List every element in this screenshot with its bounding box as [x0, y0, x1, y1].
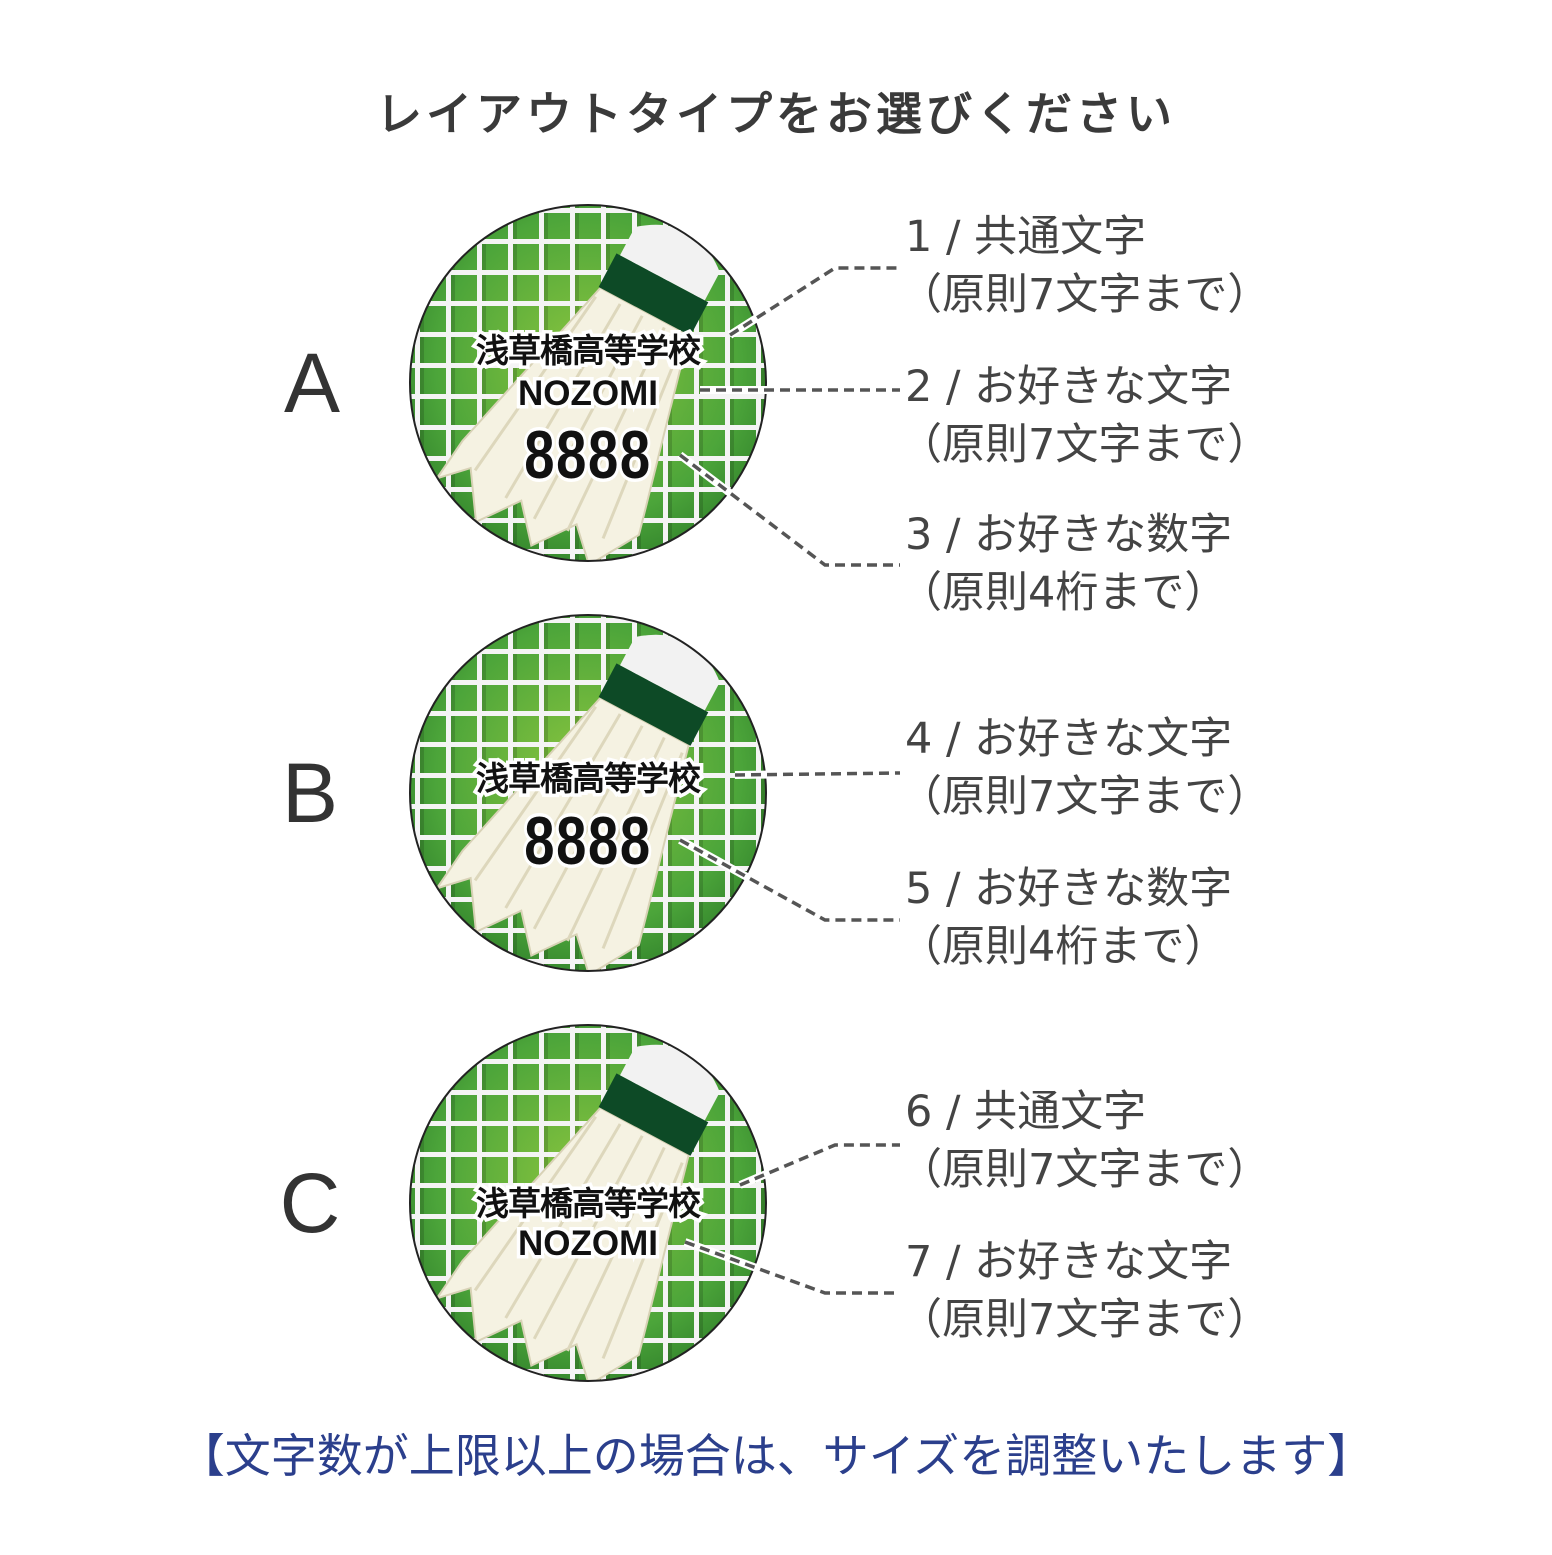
- field-label: 3 / お好きな数字: [905, 510, 1233, 560]
- leader-line-4: [734, 771, 901, 777]
- badge-number-text: 8888: [521, 800, 652, 883]
- badge-number-text: 8888: [521, 414, 652, 497]
- leader-line-7: [684, 1240, 900, 1295]
- field-note: （原則4桁まで）: [899, 922, 1228, 972]
- field-4-description: 4 / お好きな文字 （原則7文字まで）: [899, 710, 1270, 826]
- field-5-description: 5 / お好きな数字 （原則4桁まで）: [899, 860, 1233, 976]
- page-title: レイアウトタイプをお選びください: [376, 87, 1176, 141]
- field-label: 5 / お好きな数字: [905, 864, 1233, 914]
- field-label: 4 / お好きな文字: [905, 714, 1233, 764]
- layout-letter-c: C: [279, 1156, 341, 1250]
- layout-letter-a: A: [283, 336, 341, 430]
- badge-school-text: 浅草橋高等学校: [473, 1181, 705, 1227]
- field-1-description: 1 / 共通文字 （原則7文字まで）: [899, 208, 1270, 324]
- field-note: （原則7文字まで）: [899, 270, 1271, 320]
- field-7-description: 7 / お好きな文字 （原則7文字まで）: [899, 1233, 1270, 1349]
- field-label: 6 / 共通文字: [905, 1087, 1147, 1137]
- leader-line-6: [739, 1143, 900, 1187]
- leader-line-1: [729, 266, 900, 337]
- field-6-description: 6 / 共通文字 （原則7文字まで）: [899, 1083, 1270, 1199]
- field-note: （原則7文字まで）: [899, 1145, 1271, 1195]
- badge-preview-a[interactable]: 浅草橋高等学校 NOZOMI 8888: [407, 202, 769, 564]
- badge-name-text: NOZOMI: [515, 371, 662, 417]
- field-label: 1 / 共通文字: [905, 212, 1147, 262]
- field-label: 7 / お好きな文字: [905, 1237, 1233, 1287]
- field-note: （原則7文字まで）: [899, 420, 1271, 470]
- layout-letter-b: B: [281, 746, 339, 840]
- field-label: 2 / お好きな文字: [905, 362, 1233, 412]
- field-2-description: 2 / お好きな文字 （原則7文字まで）: [899, 358, 1270, 474]
- field-note: （原則7文字まで）: [899, 772, 1271, 822]
- badge-preview-c[interactable]: 浅草橋高等学校 NOZOMI: [407, 1022, 769, 1384]
- field-3-description: 3 / お好きな数字 （原則4桁まで）: [899, 506, 1233, 622]
- leader-line-5: [679, 838, 900, 922]
- badge-name-text: NOZOMI: [515, 1221, 662, 1267]
- field-note: （原則7文字まで）: [899, 1295, 1271, 1345]
- field-note: （原則4桁まで）: [899, 568, 1228, 618]
- leader-line-3: [678, 453, 900, 567]
- badge-school-text: 浅草橋高等学校: [473, 328, 705, 374]
- badge-preview-b[interactable]: 浅草橋高等学校 8888: [407, 612, 769, 974]
- footer-note: 【文字数が上限以上の場合は、サイズを調整いたします】: [178, 1429, 1374, 1483]
- badge-school-text: 浅草橋高等学校: [473, 756, 705, 802]
